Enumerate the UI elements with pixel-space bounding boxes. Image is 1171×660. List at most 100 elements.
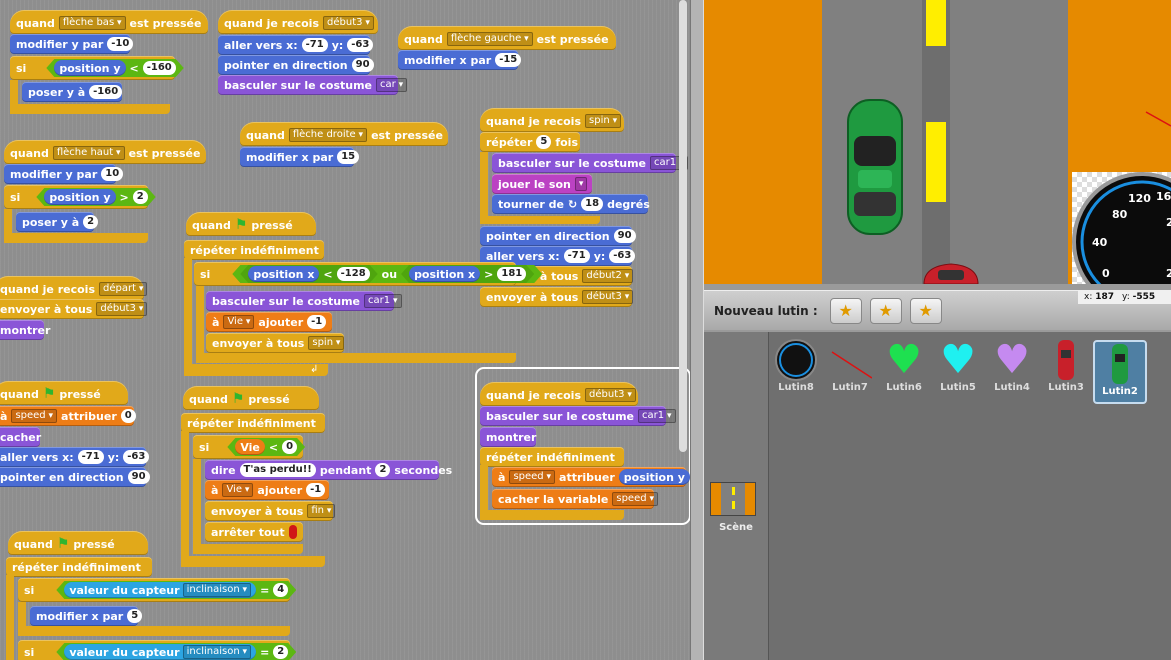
x-input[interactable]: -71 xyxy=(77,450,104,464)
key-dropdown[interactable]: flèche gauche xyxy=(446,32,533,46)
less-than-operator[interactable]: position y < -160 xyxy=(46,59,183,77)
change-y-block[interactable]: modifier y par -10 xyxy=(10,34,134,54)
forever-block[interactable]: répéter indéfiniment xyxy=(6,557,152,577)
variable-dropdown[interactable]: Vie xyxy=(223,315,255,329)
switch-costume-block[interactable]: basculer sur le costume car1 xyxy=(480,406,676,426)
set-y-block[interactable]: poser y à 2 xyxy=(16,212,99,232)
variable-dropdown[interactable]: speed xyxy=(509,470,556,484)
set-variable-block[interactable]: à speed attribuer position y xyxy=(492,467,690,487)
script-area[interactable]: quand flèche bas est pressée modifier y … xyxy=(0,0,690,660)
seconds-input[interactable]: 2 xyxy=(375,463,391,477)
value-input[interactable]: -160 xyxy=(143,61,176,75)
sprite-item[interactable]: Lutin7 xyxy=(823,338,877,393)
message-dropdown[interactable]: spin xyxy=(585,114,622,128)
hide-variable-block[interactable]: cacher la variable speed xyxy=(492,489,658,509)
scene-panel[interactable]: Scène xyxy=(704,332,768,660)
if-block[interactable]: si position y > 2 xyxy=(4,185,148,209)
y-position-reporter[interactable]: position y xyxy=(54,60,125,76)
if-block[interactable]: si valeur du capteur inclinaison = 4 xyxy=(18,578,290,602)
value-input[interactable]: 2 xyxy=(273,645,288,659)
broadcast-block[interactable]: envoyer à tous fin xyxy=(205,501,336,521)
sensor-value-reporter[interactable]: valeur du capteur inclinaison xyxy=(64,582,256,598)
goto-xy-block[interactable]: aller vers x: -71 y: -63 xyxy=(0,447,150,467)
value-input[interactable]: -1 xyxy=(306,483,326,497)
x-input[interactable]: -71 xyxy=(563,249,590,263)
red-car-sprite[interactable] xyxy=(920,262,982,284)
value-input[interactable]: -160 xyxy=(89,85,123,99)
change-y-block[interactable]: modifier y par 10 xyxy=(4,164,124,184)
receive-hat[interactable]: quand je recois début3 xyxy=(480,382,638,406)
pane-divider[interactable] xyxy=(690,0,704,660)
sprite-item[interactable]: ♥ Lutin5 xyxy=(931,338,985,393)
y-position-reporter[interactable]: position y xyxy=(44,189,115,205)
green-car-sprite[interactable] xyxy=(844,96,906,238)
value-input[interactable]: 2 xyxy=(133,190,148,204)
switch-costume-block[interactable]: basculer sur le costume car1 xyxy=(206,291,402,311)
sensor-value-reporter[interactable]: valeur du capteur inclinaison xyxy=(64,644,256,660)
goto-xy-block[interactable]: aller vers x: -71 y: -63 xyxy=(480,246,636,266)
flag-hat[interactable]: quand ⚑ pressé xyxy=(0,381,128,405)
variable-reporter[interactable]: Vie xyxy=(235,439,265,455)
y-input[interactable]: -63 xyxy=(123,450,150,464)
paint-new-sprite-button[interactable]: ★ xyxy=(829,297,862,324)
less-than-operator[interactable]: Vie < 0 xyxy=(227,438,305,456)
stop-all-block[interactable]: arrêter tout xyxy=(205,522,303,542)
receive-hat[interactable]: quand je recois départ xyxy=(0,276,148,300)
play-sound-block[interactable]: jouer le son xyxy=(492,174,592,194)
change-x-block[interactable]: modifier x par -15 xyxy=(398,50,522,70)
value-input[interactable]: -15 xyxy=(495,53,522,67)
value-input[interactable]: 2 xyxy=(83,215,99,229)
value-input[interactable]: 0 xyxy=(120,409,136,423)
variable-dropdown[interactable]: speed xyxy=(11,409,58,423)
repeat-count-input[interactable]: 5 xyxy=(536,135,552,149)
key-hat-down[interactable]: quand flèche bas est pressée xyxy=(10,10,208,34)
point-direction-block[interactable]: pointer en direction 90 xyxy=(0,467,150,487)
sprite-item[interactable]: ♥ Lutin6 xyxy=(877,338,931,393)
broadcast-block[interactable]: envoyer à tous début3 xyxy=(480,287,634,307)
hide-block[interactable]: cacher xyxy=(0,427,41,447)
y-input[interactable]: -63 xyxy=(609,249,636,263)
greater-than-operator[interactable]: position y > 2 xyxy=(36,188,155,206)
variable-dropdown[interactable]: Vie xyxy=(222,483,254,497)
value-input[interactable]: 15 xyxy=(337,150,360,164)
change-variable-block[interactable]: à Vie ajouter -1 xyxy=(206,312,332,332)
flag-hat[interactable]: quand ⚑ pressé xyxy=(186,212,316,236)
forever-block[interactable]: répéter indéfiniment xyxy=(181,413,325,433)
flag-hat[interactable]: quand ⚑ pressé xyxy=(183,386,319,410)
if-block[interactable]: si Vie < 0 xyxy=(193,435,303,459)
degrees-input[interactable]: 18 xyxy=(581,197,604,211)
switch-costume-block[interactable]: basculer sur le costume car xyxy=(218,75,408,95)
change-x-block[interactable]: modifier x par 5 xyxy=(30,606,143,626)
broadcast-block[interactable]: envoyer à tous spin xyxy=(206,333,345,353)
script-area-scrollbar[interactable] xyxy=(679,0,687,452)
flag-hat[interactable]: quand ⚑ pressé xyxy=(8,531,148,555)
show-block[interactable]: montrer xyxy=(0,320,50,340)
if-block[interactable]: si position x < -128 ou position x > 181 xyxy=(194,262,516,286)
sprite-item[interactable]: Lutin8 xyxy=(769,338,823,393)
message-dropdown[interactable]: spin xyxy=(308,336,345,350)
equals-operator[interactable]: valeur du capteur inclinaison = 4 xyxy=(56,581,296,599)
value-input[interactable]: -1 xyxy=(307,315,327,329)
key-dropdown[interactable]: flèche droite xyxy=(288,128,368,142)
receive-hat[interactable]: quand je recois spin xyxy=(480,108,624,132)
costume-dropdown[interactable]: car xyxy=(376,78,408,92)
show-block[interactable]: montrer xyxy=(480,427,536,447)
y-input[interactable]: -63 xyxy=(347,38,374,52)
repeat-block[interactable]: répéter 5 fois xyxy=(480,132,580,152)
point-direction-block[interactable]: pointer en direction 90 xyxy=(218,55,374,75)
sound-dropdown[interactable] xyxy=(574,177,588,191)
speedometer-sprite[interactable]: 120 160 80 40 0 200 280 xyxy=(1072,170,1171,284)
message-dropdown[interactable]: début3 xyxy=(585,388,636,402)
set-variable-block[interactable]: à speed attribuer 0 xyxy=(0,406,136,426)
costume-dropdown[interactable]: car1 xyxy=(364,294,402,308)
direction-input[interactable]: 90 xyxy=(613,229,636,243)
if-block[interactable]: si position y < -160 xyxy=(10,56,175,80)
message-dropdown[interactable]: début3 xyxy=(96,302,148,316)
value-input[interactable]: 181 xyxy=(497,267,526,281)
value-input[interactable]: 5 xyxy=(127,609,143,623)
random-sprite-button[interactable]: ★ xyxy=(909,297,942,324)
value-input[interactable]: -128 xyxy=(337,267,370,281)
value-input[interactable]: -10 xyxy=(107,37,134,51)
key-dropdown[interactable]: flèche haut xyxy=(52,146,125,160)
say-for-secs-block[interactable]: dire T'as perdu!! pendant 2 secondes xyxy=(205,460,452,480)
